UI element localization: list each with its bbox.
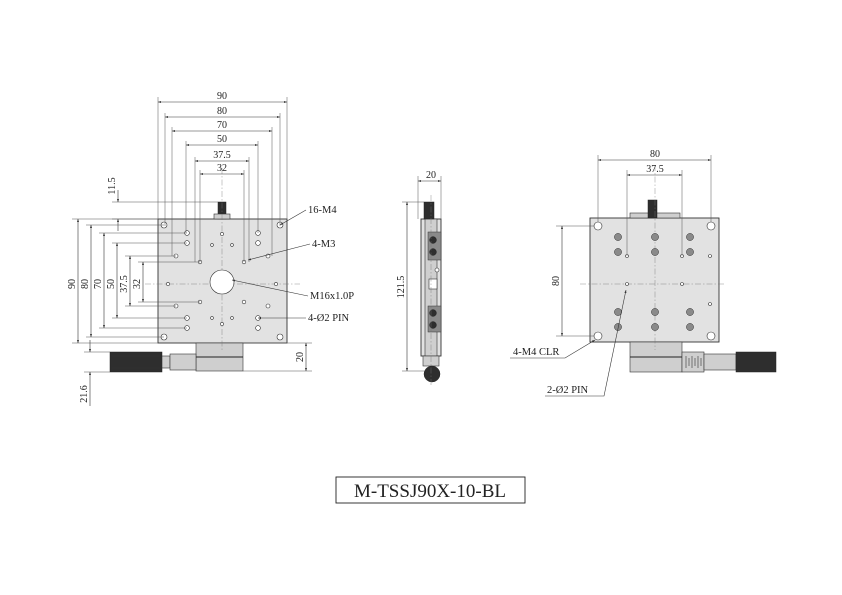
side-dim-121-5: 121.5 bbox=[396, 276, 407, 299]
callout-4-m3: 4-M3 bbox=[312, 239, 335, 250]
front-callouts: 16-M4 4-M3 M16x1.0P 4-Ø2 PIN bbox=[231, 205, 354, 324]
front-dim-20: 20 bbox=[295, 352, 306, 362]
side-micrometer-end bbox=[423, 365, 441, 383]
front-left-dim-70: 70 bbox=[93, 279, 104, 289]
bottom-micrometer-scale bbox=[685, 356, 702, 368]
callout-2-pin: 2-Ø2 PIN bbox=[547, 385, 589, 396]
model-number: M-TSSJ90X-10-BL bbox=[354, 481, 506, 502]
side-dim-20: 20 bbox=[426, 170, 436, 181]
front-left-dim-37-5: 37.5 bbox=[119, 275, 130, 293]
model-title-box bbox=[335, 476, 526, 504]
front-left-dim-32: 32 bbox=[132, 279, 143, 289]
front-dim-90: 90 bbox=[217, 91, 227, 102]
bottom-hole-pattern bbox=[593, 221, 716, 341]
front-dim-11-5: 11.5 bbox=[107, 177, 118, 194]
front-base-dimension: 20 bbox=[243, 342, 312, 372]
front-micrometer bbox=[109, 351, 197, 373]
front-view: 90 80 70 50 37.5 32 11.5 bbox=[67, 91, 354, 406]
bottom-micrometer bbox=[735, 351, 777, 373]
callout-4-pin: 4-Ø2 PIN bbox=[308, 313, 350, 324]
front-dim-80: 80 bbox=[217, 106, 227, 117]
front-center-hole bbox=[209, 269, 235, 295]
front-top-dimensions: 90 80 70 50 37.5 32 bbox=[157, 91, 288, 262]
bottom-left-dim-80: 80 bbox=[551, 276, 562, 286]
front-left-dim-50: 50 bbox=[106, 279, 117, 289]
bottom-top-knob bbox=[647, 199, 658, 219]
front-dim-37-5: 37.5 bbox=[213, 150, 231, 161]
bottom-view: 80 37.5 80 4-M4 CLR 2-Ø2 PIN bbox=[510, 149, 777, 397]
model-title: M-TSSJ90X-10-BL bbox=[335, 476, 526, 504]
front-dim-32: 32 bbox=[217, 163, 227, 174]
callout-16-m4: 16-M4 bbox=[308, 205, 337, 216]
front-left-dim-80: 80 bbox=[80, 279, 91, 289]
front-dim-70: 70 bbox=[217, 120, 227, 131]
bottom-dim-80: 80 bbox=[650, 149, 660, 160]
callout-m16x1-0p: M16x1.0P bbox=[310, 291, 354, 302]
side-view: 20 121.5 bbox=[396, 170, 442, 385]
side-top-knob bbox=[423, 201, 435, 220]
front-dim-50: 50 bbox=[217, 134, 227, 145]
front-dim-21-6: 21.6 bbox=[79, 385, 90, 403]
front-left-dim-90: 90 bbox=[67, 279, 78, 289]
front-left-dimensions: 90 80 70 50 37.5 32 bbox=[67, 218, 200, 344]
bottom-dim-37-5: 37.5 bbox=[646, 164, 664, 175]
front-micrometer-dimension: 21.6 bbox=[79, 340, 110, 406]
callout-4-m4-clr: 4-M4 CLR bbox=[513, 347, 559, 358]
